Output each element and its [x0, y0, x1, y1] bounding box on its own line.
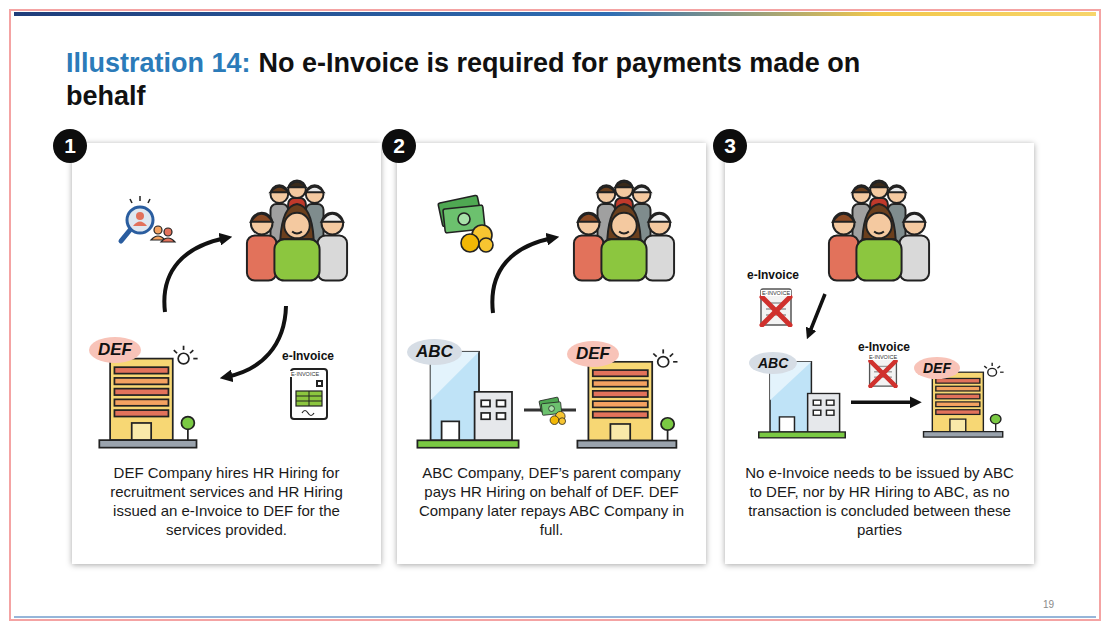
einvoice-icon-text: E-INVOICE [868, 354, 898, 360]
illustration-panel: DEF Company hires HR Hiring for recruitm… [72, 143, 381, 564]
hr-hiring-group [574, 180, 674, 280]
company-label: DEF [567, 341, 619, 367]
crossed-einvoice-icon [761, 289, 791, 325]
einvoice-label: e-Invoice [282, 349, 334, 363]
callout-number: 2 [382, 129, 416, 163]
einvoice-icon-text: E-INVOICE [290, 371, 320, 377]
flow-arrow [851, 401, 917, 405]
illustration-panel: ABC Company, DEF’s parent company pays H… [397, 143, 706, 564]
einvoice-label: e-Invoice [747, 268, 799, 282]
company-building: ABC [413, 337, 523, 453]
money-icon [539, 397, 566, 424]
hr-hiring-group [247, 180, 347, 280]
callout-number: 3 [713, 129, 747, 163]
illustration-number: Illustration 14: [66, 48, 251, 78]
flow-arrow [809, 294, 825, 334]
money-icon [438, 195, 493, 252]
company-label: DEF [914, 357, 960, 379]
company-label: ABC [407, 339, 462, 365]
einvoice-icon-text: E-INVOICE [761, 290, 791, 296]
slide-heading: Illustration 14:No e-Invoice is required… [66, 47, 946, 113]
flow-arrow [492, 238, 553, 313]
company-building: DEF [920, 355, 1008, 441]
panel-caption: DEF Company hires HR Hiring for recruitm… [88, 463, 365, 539]
company-building: ABC [755, 350, 849, 442]
company-label: ABC [749, 352, 797, 374]
flow-arrow [164, 238, 226, 312]
hr-hiring-group [829, 180, 929, 280]
company-building: DEF [573, 339, 683, 453]
edge-label: e-Invoice [856, 340, 912, 354]
top-bar [14, 12, 1096, 16]
panel-caption: ABC Company, DEF’s parent company pays H… [413, 463, 690, 539]
company-label: DEF [89, 337, 141, 363]
company-building: DEF [95, 335, 203, 453]
page-number: 19 [1043, 599, 1054, 610]
search-icon [121, 196, 175, 242]
bottom-rule [14, 617, 1096, 618]
callout-number: 1 [53, 129, 87, 163]
flow-arrow [226, 306, 286, 377]
slide-frame [10, 10, 1100, 620]
panel-caption: No e-Invoice needs to be issued by ABC t… [741, 463, 1018, 539]
